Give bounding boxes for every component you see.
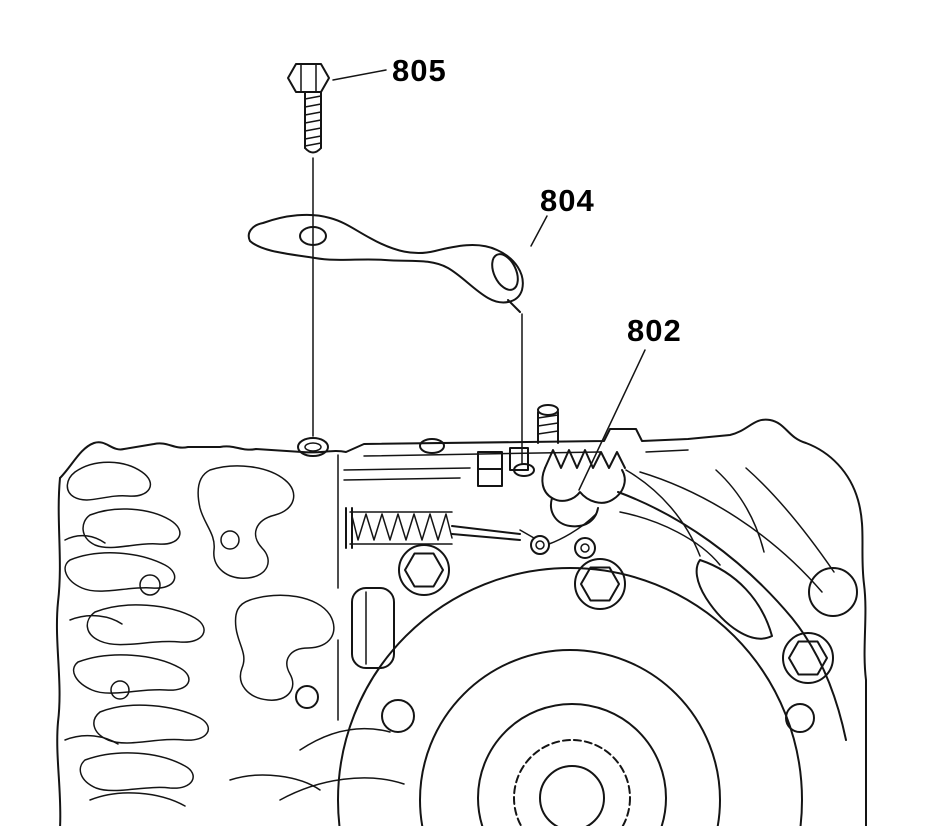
bolt-805-drawing [287, 63, 330, 437]
case-details-drawing [279, 467, 858, 826]
case-outline-drawing [55, 404, 867, 826]
hex-bolt-head [574, 558, 626, 610]
detent-spring-assembly-drawing [343, 447, 626, 559]
lever-804-drawing [247, 213, 524, 465]
callout-label-802: 802 [627, 313, 682, 348]
hex-bolt-head [782, 632, 834, 684]
callout-label-804: 804 [540, 183, 595, 218]
leader-line-804 [530, 215, 548, 247]
valve-body-passages-drawing [64, 454, 339, 807]
callout-label-805: 805 [392, 53, 447, 88]
leader-line-805 [332, 69, 387, 81]
hex-bolt-head [398, 544, 450, 596]
leader-line-802 [578, 349, 646, 491]
